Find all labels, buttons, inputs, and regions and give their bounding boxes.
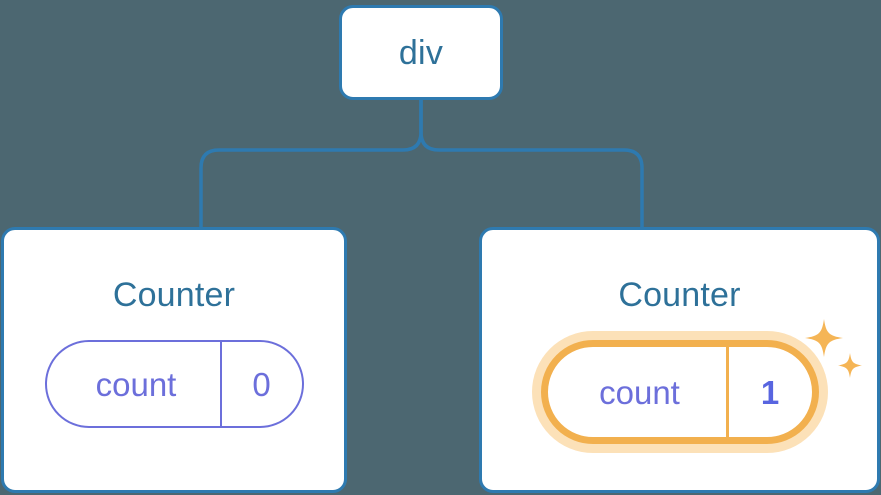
state-pill-wrap-left: count 0: [4, 340, 344, 428]
state-pill-right-key: count: [599, 373, 680, 411]
node-counter-right[interactable]: Counter count 1: [479, 227, 880, 493]
node-counter-left[interactable]: Counter count 0: [1, 227, 347, 493]
node-counter-left-title: Counter: [112, 276, 236, 314]
state-pill-right-value: 1: [725, 347, 812, 437]
state-pill-wrap-right: count 1: [482, 319, 877, 444]
node-div-label: div: [398, 33, 444, 72]
state-pill-right[interactable]: count 1: [540, 319, 862, 444]
state-pill-left-key: count: [95, 365, 177, 403]
node-counter-right-title: Counter: [618, 276, 741, 314]
state-pill-left-value: 0: [219, 342, 302, 426]
state-pill-left[interactable]: count 0: [44, 340, 304, 428]
node-div[interactable]: div: [339, 5, 503, 100]
